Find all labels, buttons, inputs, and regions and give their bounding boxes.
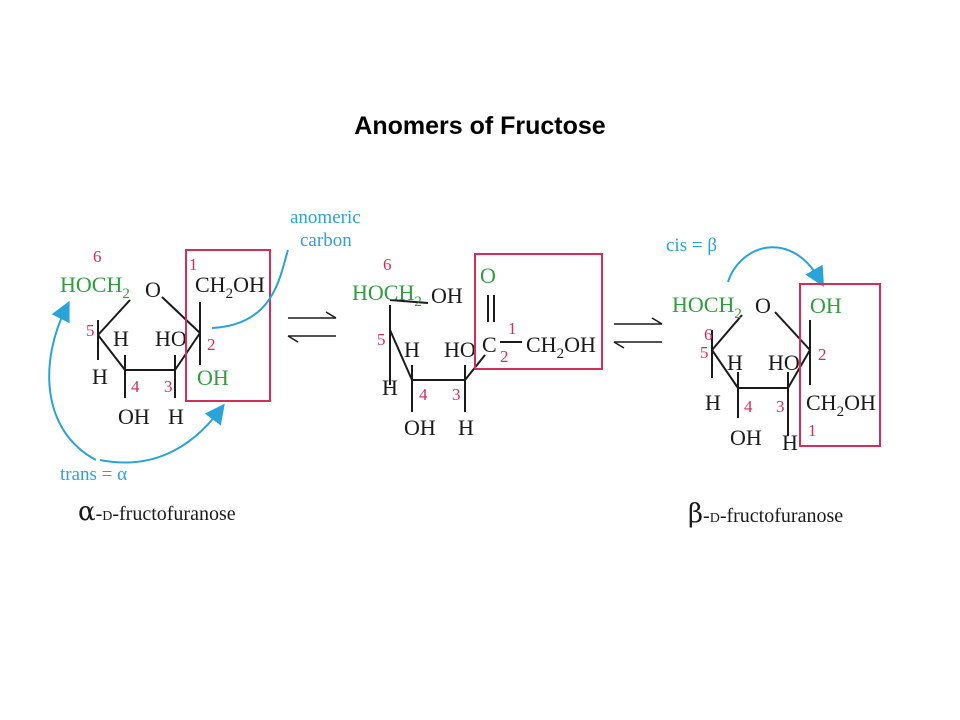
ring-bond xyxy=(97,299,131,336)
h-label-c5-down: H xyxy=(92,364,108,389)
ch2oh-label: CH2OH xyxy=(806,390,876,420)
oh-label-c4: OH xyxy=(404,415,436,440)
carbon-number-4: 4 xyxy=(131,377,140,396)
carbon-number-1: 1 xyxy=(508,319,517,338)
oh-label-c4: OH xyxy=(118,404,150,429)
ring-bond xyxy=(97,334,126,371)
carbon-number-4: 4 xyxy=(744,397,753,416)
ho-label-c3: HO xyxy=(155,326,187,351)
carbon-number-6: 6 xyxy=(93,247,102,266)
hoch2-label: HOCH2 xyxy=(352,280,422,310)
anomeric-oh-label: OH xyxy=(197,365,229,390)
carbon-number-5: 5 xyxy=(86,321,95,340)
carbon-number-5: 5 xyxy=(700,343,709,362)
c6-o-bond xyxy=(389,299,429,304)
hoch2-label: HOCH2 xyxy=(60,272,130,302)
h-label-c3: H xyxy=(168,404,184,429)
carbon-number-6: 6 xyxy=(383,255,392,274)
h-label-c3: H xyxy=(458,415,474,440)
anomeric-label-line1: anomeric xyxy=(290,207,361,228)
open-chain-fructose-structure: 6 HOCH2 OH 5 H HO O C 1 2 CH2OH H 4 3 OH… xyxy=(352,253,603,440)
carbonyl-carbon: C xyxy=(482,332,497,357)
carbon-number-2: 2 xyxy=(207,335,216,354)
ch2oh-label: CH2OH xyxy=(526,332,596,362)
ring-oxygen: O xyxy=(145,277,161,302)
anomeric-highlight-box xyxy=(185,249,271,402)
ch2oh-label: CH2OH xyxy=(195,272,265,302)
carbon-number-1: 1 xyxy=(808,421,817,440)
carbon-number-4: 4 xyxy=(419,385,428,404)
ho-label-c3: HO xyxy=(768,350,800,375)
carbon-number-2: 2 xyxy=(818,345,827,364)
c5-c4-bond xyxy=(389,329,413,381)
ring-bond xyxy=(711,349,739,389)
beta-caption: β-D-fructofuranose xyxy=(688,499,843,529)
anomeric-oh-label: OH xyxy=(810,293,842,318)
carbon-number-1: 1 xyxy=(189,255,198,274)
alpha-fructofuranose-structure: HOCH2 6 O 1 CH2OH 5 H HO 2 H 4 3 OH OH H… xyxy=(48,207,361,527)
h-label-c5: H xyxy=(727,350,743,375)
anomeric-pointer-line xyxy=(211,249,289,329)
equilibrium-arrows-1 xyxy=(287,311,337,343)
page-title: Anomers of Fructose xyxy=(354,112,606,140)
carbon-number-5: 5 xyxy=(377,330,386,349)
carbonyl-highlight-box xyxy=(474,253,603,370)
h-label-c5-down: H xyxy=(382,375,398,400)
carbon-number-3: 3 xyxy=(776,397,785,416)
h-label-c5-down: H xyxy=(705,390,721,415)
ring-bond xyxy=(774,311,811,351)
anomeric-label-line2: carbon xyxy=(300,230,352,251)
cis-arrow xyxy=(727,246,825,287)
ho-label-c3: HO xyxy=(444,337,476,362)
equilibrium-arrows-2 xyxy=(613,317,663,349)
carbon-number-6: 6 xyxy=(704,325,713,344)
beta-fructofuranose-structure: cis = β HOCH2 O OH 6 5 H HO 2 H 4 3 CH2O… xyxy=(666,235,881,529)
ring-bond xyxy=(161,296,201,334)
anomeric-highlight-box xyxy=(799,283,881,447)
ring-oxygen: O xyxy=(755,293,771,318)
h-label-c5: H xyxy=(404,337,420,362)
c5-oh-label: OH xyxy=(431,283,463,308)
carbon-number-3: 3 xyxy=(164,377,173,396)
oh-label-c4: OH xyxy=(730,425,762,450)
alpha-caption: α-D-fructofuranose xyxy=(78,497,236,527)
hoch2-label: HOCH2 xyxy=(672,292,742,322)
h-label-c5: H xyxy=(113,326,129,351)
carbon-number-2: 2 xyxy=(500,347,509,366)
trans-alpha-label: trans = α xyxy=(60,464,127,485)
cis-beta-label: cis = β xyxy=(666,235,717,256)
ring-bond xyxy=(711,314,743,351)
h-label-c3: H xyxy=(782,430,798,455)
ring-bond xyxy=(174,332,201,371)
carbonyl-oxygen: O xyxy=(480,263,496,288)
carbon-number-3: 3 xyxy=(452,385,461,404)
trans-arrow-right xyxy=(99,403,225,464)
trans-arrow-left xyxy=(48,300,97,461)
